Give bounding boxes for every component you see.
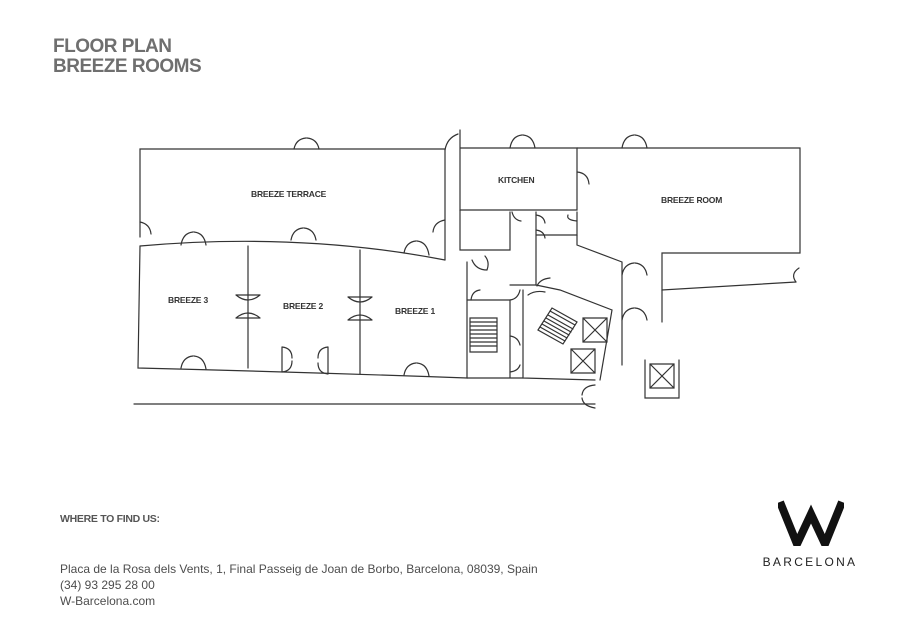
breeze-room-outline: [576, 147, 801, 366]
folding-wall-2-1: [347, 296, 373, 321]
breeze-2-door-pair: [281, 346, 329, 375]
stair-left-doors: [470, 255, 521, 373]
label-breeze-3: BREEZE 3: [168, 295, 208, 305]
breeze-rooms-outline: [137, 245, 468, 379]
breeze-room-door-mid: [621, 262, 648, 276]
breeze-doors-bottom: [180, 355, 430, 377]
label-breeze-2: BREEZE 2: [283, 301, 323, 311]
website-link[interactable]: W-Barcelona.com: [60, 594, 156, 608]
elevator-3-frame: [644, 359, 680, 399]
breeze-room-door-top: [621, 134, 648, 149]
kitchen-door-right: [576, 171, 590, 185]
terrace-door-right: [432, 219, 446, 233]
contact-block: Placa de la Rosa dels Vents, 1, Final Pa…: [60, 561, 538, 609]
stair-left-walls: [466, 284, 537, 379]
service-doors: [511, 211, 578, 239]
terrace-door-curve: [444, 133, 459, 151]
kitchen-door-top: [509, 134, 536, 149]
title-line-1: FLOOR PLAN: [53, 36, 172, 57]
page-title: FLOOR PLAN BREEZE ROOMS: [53, 36, 202, 77]
breeze-room-door-right: [793, 267, 800, 283]
stair-right-doors: [527, 277, 551, 296]
folding-wall-3-2: [235, 294, 261, 319]
terrace-door-top: [293, 137, 320, 150]
label-breeze-1: BREEZE 1: [395, 306, 435, 316]
stair-right-walls: [522, 284, 613, 381]
breeze-terrace-outline: [139, 148, 446, 261]
label-breeze-room: BREEZE ROOM: [661, 195, 722, 205]
where-to-find-us-heading: WHERE TO FIND US:: [60, 513, 160, 525]
stair-left-outline: [469, 317, 498, 353]
stair-right-outline: [537, 307, 578, 345]
title-line-2: BREEZE ROOMS: [53, 56, 202, 77]
stair-left-steps: [469, 321, 498, 347]
label-breeze-terrace: BREEZE TERRACE: [251, 189, 327, 199]
elevator-1: [582, 317, 608, 343]
address-text: Placa de la Rosa dels Vents, 1, Final Pa…: [60, 562, 538, 576]
phone-text: (34) 93 295 28 00: [60, 578, 155, 592]
terrace-door-left: [139, 221, 152, 235]
elevator-2: [570, 348, 596, 374]
label-kitchen: KITCHEN: [498, 175, 534, 185]
service-walls: [459, 209, 578, 286]
kitchen-outline: [459, 129, 578, 211]
breeze-room-door-low: [621, 307, 648, 321]
bottom-door: [581, 384, 596, 409]
stair-right-steps: [539, 310, 576, 342]
breeze-doors-top: [180, 227, 430, 256]
brand-city: BARCELONA: [762, 555, 858, 569]
terrace-bottom-wall: [139, 240, 446, 261]
w-logo-mark: [778, 500, 844, 546]
elevator-3: [649, 363, 675, 389]
